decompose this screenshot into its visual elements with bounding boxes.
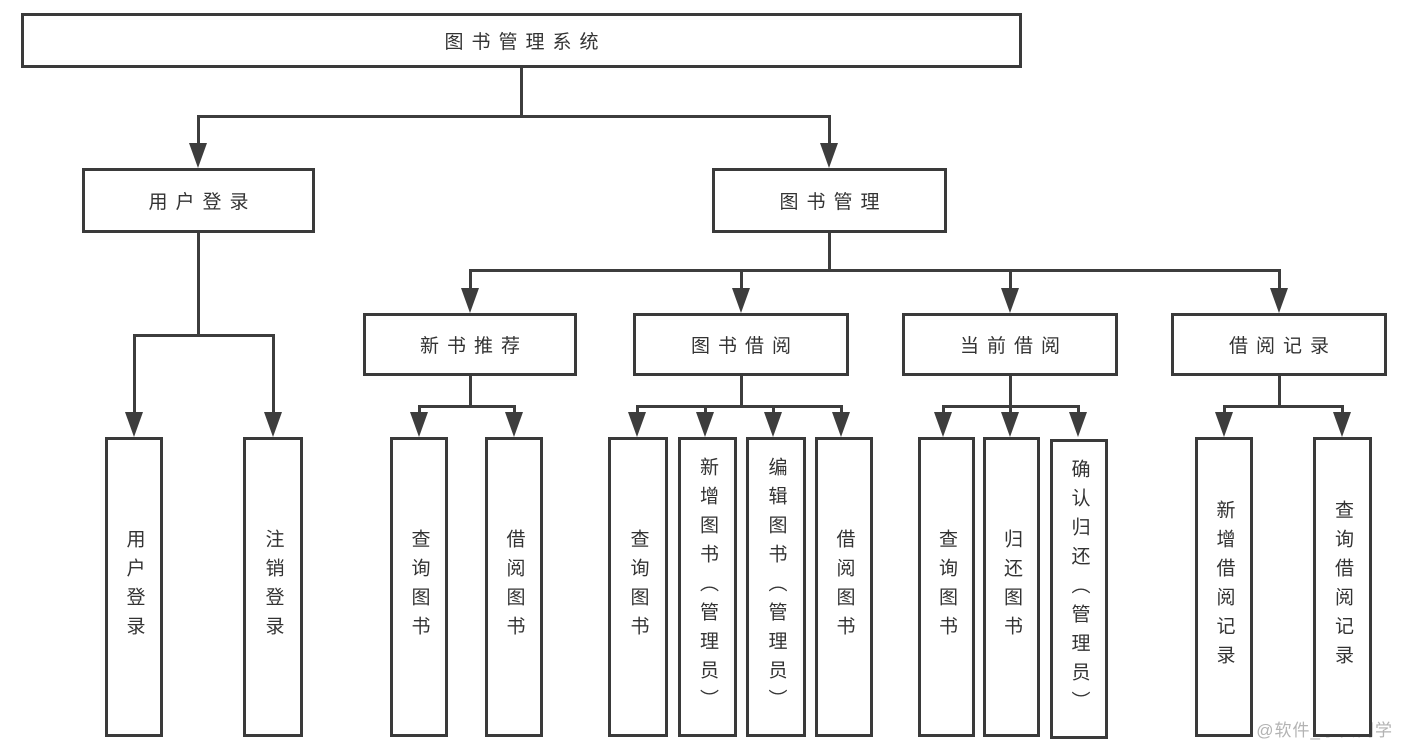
node-label: 查询图书 (627, 529, 649, 645)
node-current-borrow: 当前借阅 (902, 313, 1118, 376)
connector-line-horizontal (196, 114, 831, 118)
connector-line-vertical (1277, 376, 1281, 406)
node-root: 图书管理系统 (21, 13, 1022, 68)
arrowhead-down-icon (1001, 412, 1019, 437)
arrowhead-down-icon (505, 412, 523, 437)
node-label: 查询图书 (936, 529, 957, 645)
connector-line-vertical (468, 270, 472, 294)
node-label: 编辑图书（管理员） (765, 456, 787, 718)
connector-line-horizontal (1222, 404, 1344, 408)
arrowhead-down-icon (125, 412, 143, 437)
node-label: 新书推荐 (419, 336, 528, 357)
arrowhead-down-icon (1270, 288, 1288, 313)
node-book-borrow: 图书借阅 (633, 313, 849, 376)
node-label: 借阅图书 (503, 529, 525, 645)
connector-line-horizontal (132, 333, 275, 337)
node-label: 注销登录 (262, 529, 284, 645)
connector-line-vertical (1008, 270, 1012, 294)
arrowhead-down-icon (1069, 412, 1087, 437)
node-leaf-borrow-book-a: 借阅图书 (485, 437, 543, 737)
node-leaf-query-book-c: 查询图书 (918, 437, 975, 737)
arrowhead-down-icon (732, 288, 750, 313)
connector-line-vertical (519, 68, 523, 116)
arrowhead-down-icon (764, 412, 782, 437)
arrowhead-down-icon (820, 143, 838, 168)
node-leaf-borrow-book-b: 借阅图书 (815, 437, 873, 737)
connector-line-vertical (827, 233, 831, 270)
connector-line-vertical (739, 270, 743, 294)
node-label: 查询借阅记录 (1332, 500, 1353, 674)
connector-line-horizontal (468, 268, 1281, 272)
connector-line-vertical (468, 376, 472, 406)
connector-line-vertical (196, 116, 200, 149)
node-user-login: 用户登录 (82, 168, 315, 233)
arrowhead-down-icon (189, 143, 207, 168)
node-label: 图书管理系统 (444, 32, 607, 53)
node-borrow-records: 借阅记录 (1171, 313, 1387, 376)
node-new-book-recommend: 新书推荐 (363, 313, 577, 376)
arrowhead-down-icon (628, 412, 646, 437)
arrowhead-down-icon (832, 412, 850, 437)
arrowhead-down-icon (1001, 288, 1019, 313)
node-label: 新增图书（管理员） (697, 456, 718, 718)
node-leaf-logout: 注销登录 (243, 437, 303, 737)
node-leaf-add-book: 新增图书（管理员） (678, 437, 737, 737)
node-leaf-query-book-b: 查询图书 (608, 437, 668, 737)
node-label: 确认归还（管理员） (1068, 458, 1090, 720)
node-label: 借阅图书 (833, 529, 855, 645)
connector-line-horizontal (417, 404, 516, 408)
node-label: 当前借阅 (959, 336, 1068, 357)
node-leaf-return-book: 归还图书 (983, 437, 1040, 737)
node-leaf-query-book-a: 查询图书 (390, 437, 448, 737)
connector-line-vertical (271, 335, 275, 418)
connector-line-vertical (132, 335, 136, 418)
arrowhead-down-icon (934, 412, 952, 437)
node-label: 借阅记录 (1228, 336, 1337, 357)
connector-line-vertical (196, 233, 200, 335)
node-leaf-confirm-return: 确认归还（管理员） (1050, 439, 1108, 739)
connector-line-horizontal (635, 404, 843, 408)
node-leaf-add-record: 新增借阅记录 (1195, 437, 1253, 737)
node-label: 图书借阅 (690, 336, 799, 357)
arrowhead-down-icon (410, 412, 428, 437)
node-leaf-query-record: 查询借阅记录 (1313, 437, 1372, 737)
connector-line-vertical (739, 376, 743, 406)
node-leaf-edit-book: 编辑图书（管理员） (746, 437, 806, 737)
node-label: 新增借阅记录 (1213, 500, 1235, 674)
arrowhead-down-icon (461, 288, 479, 313)
node-label: 用户登录 (148, 192, 257, 213)
node-label: 用户登录 (123, 529, 145, 645)
connector-line-vertical (1008, 376, 1012, 406)
connector-line-vertical (1277, 270, 1281, 294)
arrowhead-down-icon (1333, 412, 1351, 437)
node-label: 查询图书 (408, 529, 430, 645)
arrowhead-down-icon (696, 412, 714, 437)
arrowhead-down-icon (264, 412, 282, 437)
node-label: 图书管理 (779, 192, 888, 213)
node-leaf-user-login: 用户登录 (105, 437, 163, 737)
node-label: 归还图书 (1001, 529, 1022, 645)
node-book-management: 图书管理 (712, 168, 947, 233)
connector-line-vertical (827, 116, 831, 149)
arrowhead-down-icon (1215, 412, 1233, 437)
